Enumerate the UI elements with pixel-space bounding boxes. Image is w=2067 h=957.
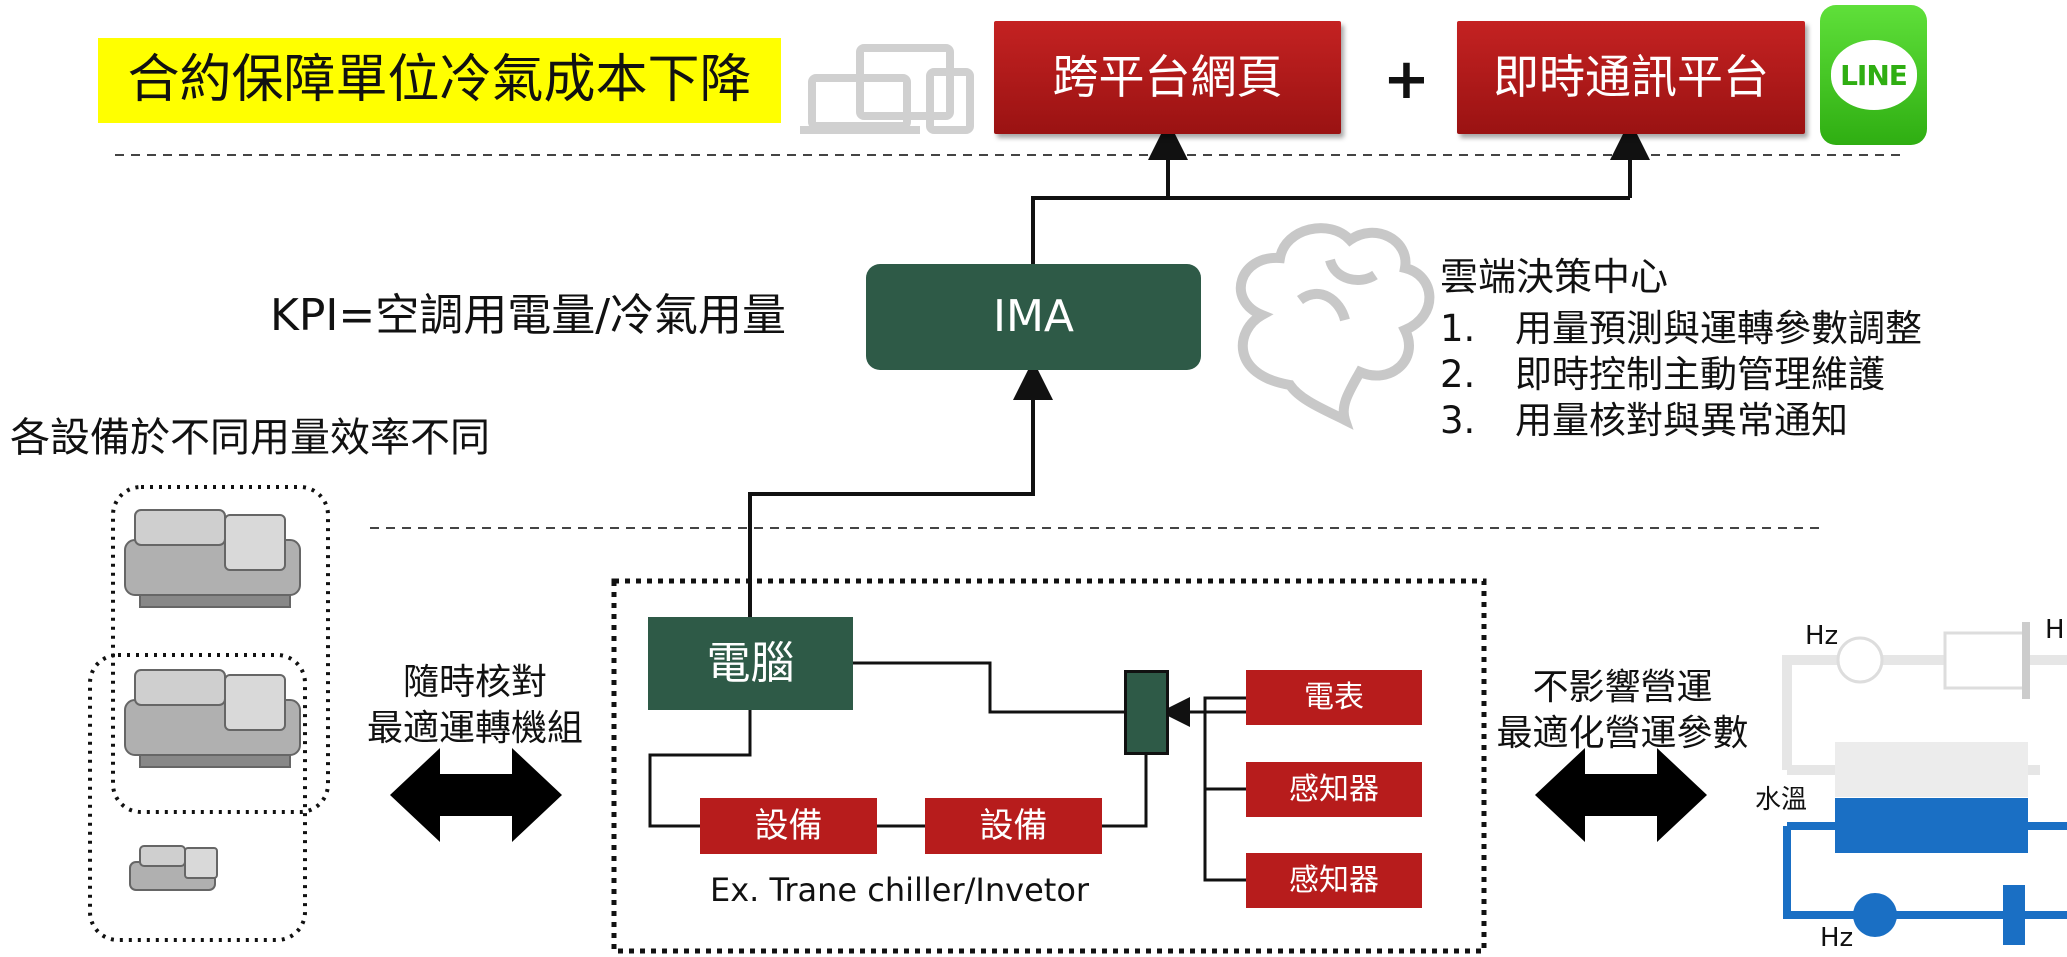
plus-sign: + [1383, 47, 1430, 112]
site-caption: Ex. Trane chiller/Invetor [710, 871, 1090, 909]
equipment-node-1: 設備 [700, 798, 877, 854]
hz-label-top: Hz [1805, 621, 1839, 651]
right-arrow-label: 不影響營運 最適化營運參數 [1496, 667, 1749, 754]
left-arrow-label: 隨時核對 最適運轉機組 [366, 662, 583, 749]
controller-node [1124, 670, 1169, 755]
cloud-center-list: 1.用量預測與運轉參數調整 2.即時控制主動管理維護 3.用量核對與異常通知 [1440, 306, 1922, 444]
devices-icon [800, 44, 974, 134]
kpi-formula: KPI=空調用電量/冷氣用量 [270, 290, 787, 341]
ima-node: IMA [866, 264, 1201, 370]
site-boundary [611, 578, 1487, 954]
water-system-diagram [1782, 622, 2067, 945]
list-item: 2.即時控制主動管理維護 [1440, 353, 1885, 396]
sensor-node-2: 感知器 [1246, 853, 1422, 908]
equipment-node-2: 設備 [925, 798, 1102, 854]
title-banner: 合約保障單位冷氣成本下降 [98, 38, 781, 123]
equipment-efficiency-caption: 各設備於不同用量效率不同 [10, 415, 490, 461]
chiller-image-1 [124, 509, 301, 608]
left-double-arrow [390, 748, 562, 842]
cloud-center-title: 雲端決策中心 [1440, 255, 1669, 299]
computer-node: 電腦 [648, 617, 853, 710]
sensor-node-1: 感知器 [1246, 762, 1422, 817]
line-app-icon: LINE [1820, 5, 1927, 145]
chiller-image-3 [129, 845, 218, 891]
brain-icon [1235, 223, 1435, 430]
line-logo-text: LINE [1830, 40, 1917, 110]
hz-label-top-right: H [2045, 615, 2065, 645]
instant-messaging-button[interactable]: 即時通訊平台 [1457, 21, 1805, 134]
water-temp-label: 水溫 [1755, 785, 1808, 815]
hz-label-bottom: Hz [1820, 923, 1854, 953]
chiller-image-2 [124, 669, 301, 768]
web-platform-button[interactable]: 跨平台網頁 [994, 21, 1341, 134]
meter-node: 電表 [1246, 670, 1422, 725]
list-item: 1.用量預測與運轉參數調整 [1440, 307, 1922, 350]
right-double-arrow [1535, 748, 1707, 842]
list-item: 3.用量核對與異常通知 [1440, 399, 1848, 442]
